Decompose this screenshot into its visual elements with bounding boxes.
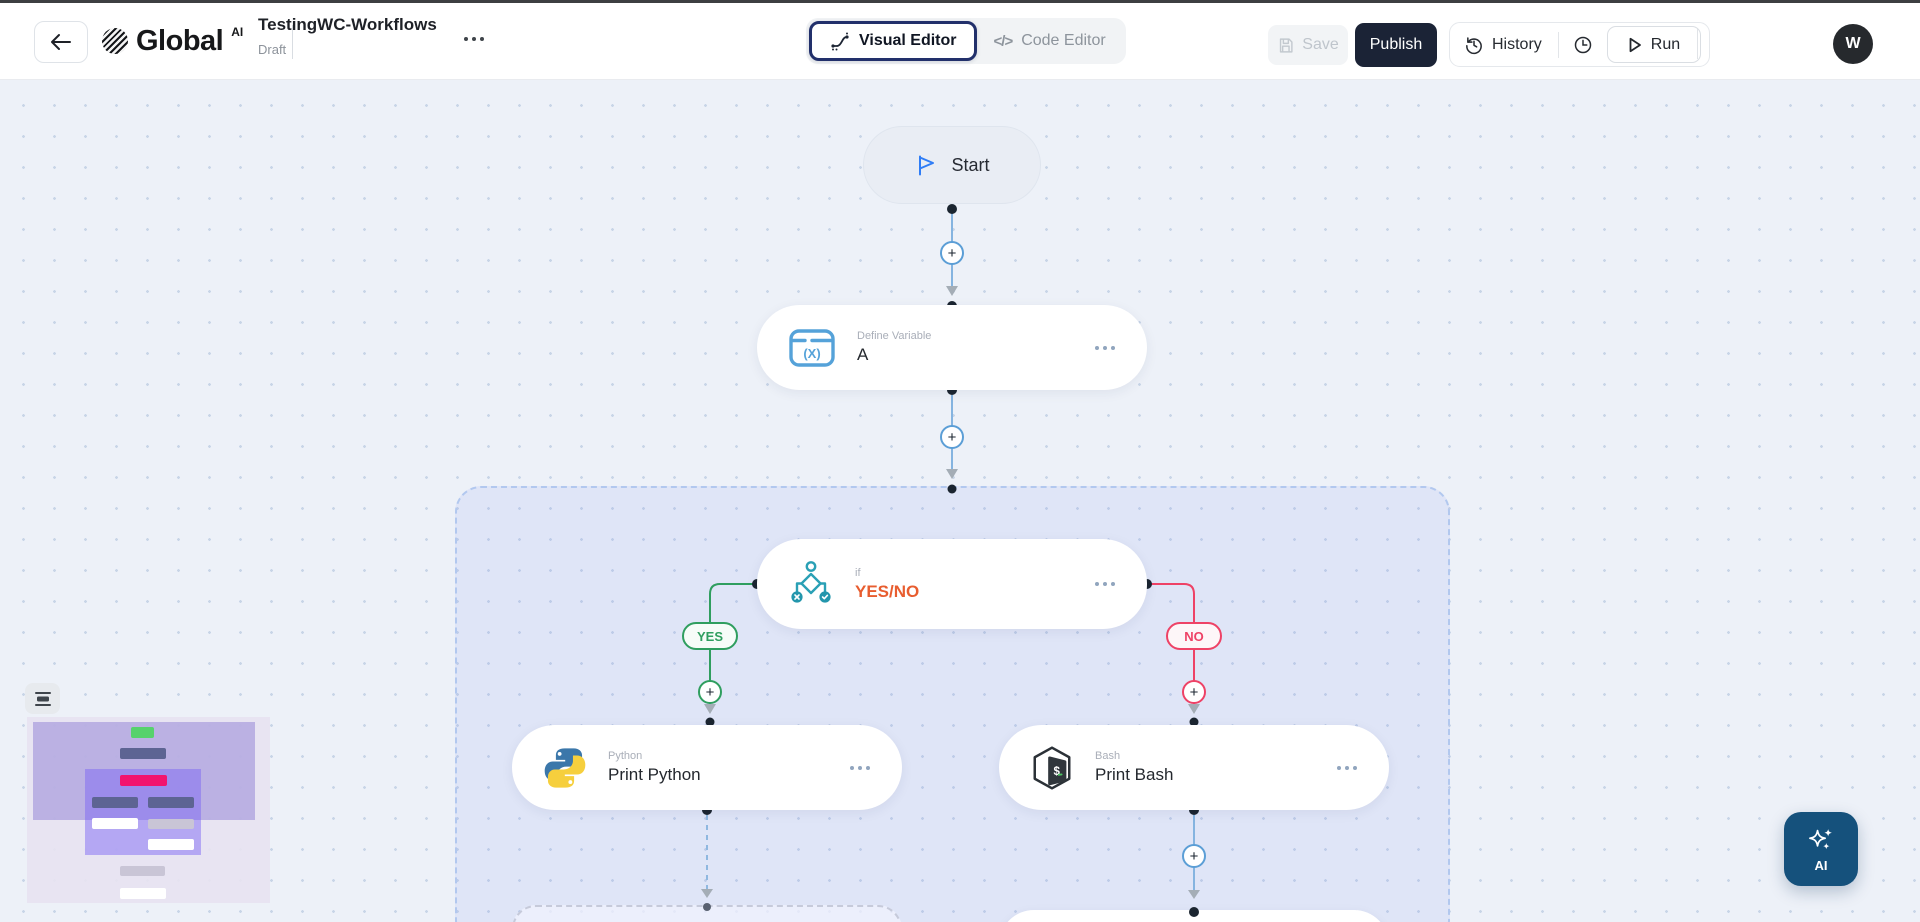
minimap-viewport[interactable] [33,722,255,820]
clock-icon [1574,36,1592,53]
editor-tab-group: Visual Editor </> Code Editor [806,18,1126,64]
top-bar: Global AI TestingWC-Workflows Draft Visu… [0,3,1920,80]
define-variable-icon: (X) [789,328,835,367]
run-label: Run [1650,35,1681,53]
node-start[interactable]: Start [863,126,1041,204]
divider [1697,29,1698,59]
bash-icon: $ [1033,745,1071,790]
brand-sphere-icon [102,28,128,54]
minimap-toggle-button[interactable] [25,683,60,714]
node-type-label: if [855,566,861,579]
node-python[interactable]: Python Print Python [512,725,902,810]
save-label: Save [1302,36,1339,53]
svg-text:(X): (X) [803,346,820,361]
tab-code-editor[interactable]: </> Code Editor [977,21,1123,61]
node-if[interactable]: if YES/NO [757,539,1147,629]
node-type-label: Python [608,750,643,762]
arrow-left-icon [51,34,71,50]
history-button[interactable]: History [1458,35,1548,55]
code-icon: </> [993,32,1014,50]
node-type-label: Bash [1095,750,1121,762]
node-title: Print Python [608,765,701,784]
save-icon [1280,37,1293,53]
minimap-node [120,866,165,876]
nested-block-container [512,905,902,922]
workflow-menu-button[interactable] [458,31,490,47]
python-icon [544,747,586,788]
minimap-node [148,839,194,850]
node-define-variable[interactable]: (X) Define Variable A [757,305,1147,390]
ai-assistant-label: AI [1814,857,1828,873]
node-menu-button[interactable] [1335,758,1359,778]
tab-code-editor-label: Code Editor [1021,32,1106,49]
add-step-button[interactable]: + [940,425,964,449]
run-button[interactable]: Run [1606,26,1702,63]
node-bash[interactable]: $ Bash Print Bash [999,725,1389,810]
minimap-node [92,818,138,829]
node-menu-button[interactable] [848,758,872,778]
add-step-button[interactable]: + [940,241,964,265]
minimap-node [148,819,194,829]
node-title: A [857,345,869,364]
workflow-status-badge: Draft [258,42,287,57]
add-step-button-no[interactable]: + [1182,680,1206,704]
brand-logo: Global AI [102,21,243,61]
back-button[interactable] [34,21,88,63]
no-branch-label: NO [1166,622,1222,650]
if-branch-container [455,486,1450,922]
add-step-button[interactable]: + [1182,844,1206,868]
node-title: Print Bash [1095,765,1174,784]
minimap-node [92,797,138,808]
run-toolbar: History Run [1449,22,1711,67]
tab-visual-editor[interactable]: Visual Editor [809,21,977,61]
history-icon [1466,36,1482,54]
play-icon [1629,37,1641,52]
sparkles-icon [1809,828,1832,849]
yes-branch-label: YES [682,622,738,650]
ai-assistant-button[interactable]: AI [1784,812,1858,886]
publish-button[interactable]: Publish [1355,23,1437,67]
minimap-node-selected [120,775,167,786]
workflow-title: TestingWC-Workflows [258,15,437,34]
minimap-node-start [131,727,154,738]
history-label: History [1492,35,1542,53]
workflow-canvas[interactable]: + + + + + YES NO Start (X) Define Variab… [0,80,1920,922]
tab-visual-editor-label: Visual Editor [859,32,957,49]
node-menu-button[interactable] [1093,574,1117,594]
minimap[interactable] [27,717,270,903]
next-node-partial[interactable] [999,910,1389,922]
node-title: YES/NO [855,581,920,601]
schedule-button[interactable] [1569,35,1597,55]
brand-superscript: AI [231,25,244,39]
workflow-meta: TestingWC-Workflows Draft [258,15,437,57]
user-avatar[interactable]: W [1833,24,1873,64]
add-step-button-yes[interactable]: + [698,680,722,704]
divider [292,25,293,59]
minimap-node [120,888,166,899]
minimap-toggle-icon [34,691,51,706]
flag-icon [919,155,935,176]
node-menu-button[interactable] [1093,338,1117,358]
minimap-node [120,748,166,759]
browser-loading-bar [0,0,1920,3]
route-icon [831,32,849,50]
if-condition-icon [791,561,831,603]
save-button[interactable]: Save [1268,25,1348,65]
node-start-label: Start [951,154,990,175]
brand-name: Global [136,25,224,57]
svg-text:$: $ [1053,766,1060,778]
divider [1557,31,1559,58]
node-type-label: Define Variable [857,330,932,342]
minimap-node [148,797,194,808]
